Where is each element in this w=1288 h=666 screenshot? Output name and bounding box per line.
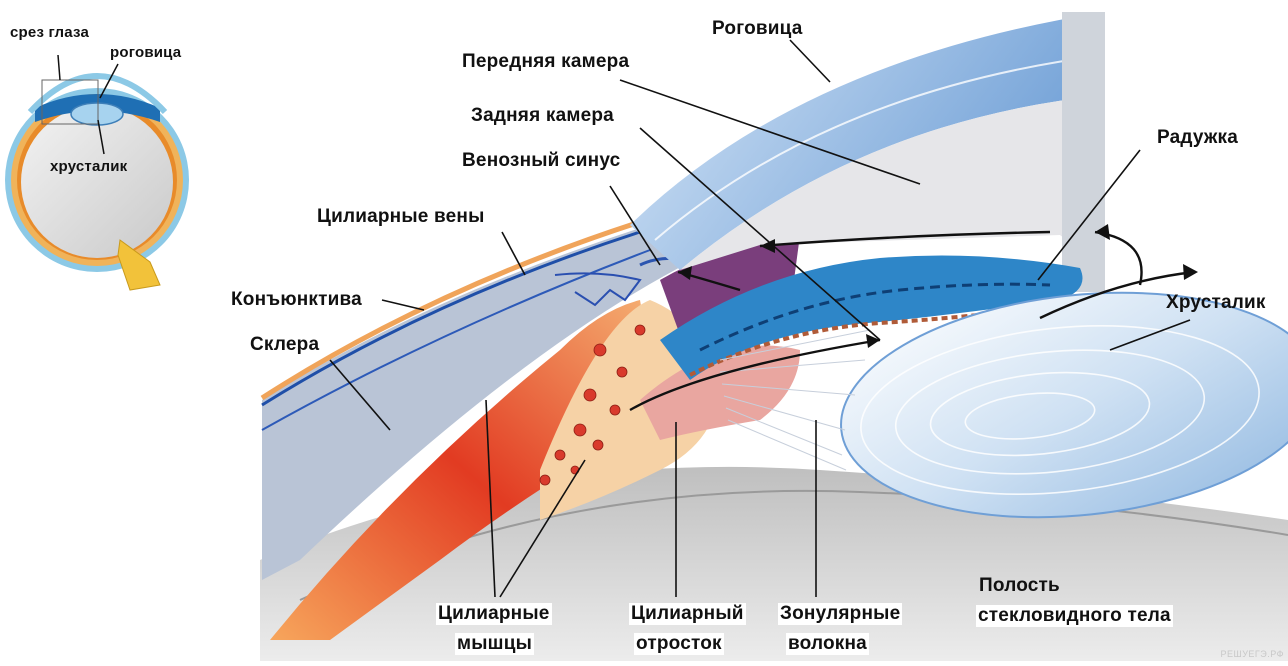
label-conjunctiva: Конъюнктива <box>231 289 362 311</box>
inset-label-cornea: роговица <box>110 44 181 62</box>
label-ciliary-process-line2: отросток <box>634 633 724 655</box>
label-lens: Хрусталик <box>1166 292 1266 314</box>
label-ciliary-process-line1: Цилиарный <box>629 603 746 625</box>
label-ciliary-muscles-line2: мышцы <box>455 633 534 655</box>
inset-vitreous <box>21 106 173 258</box>
watermark: РЕШУЕГЭ.РФ <box>1220 649 1284 659</box>
leader-conjunctiva <box>382 300 424 310</box>
inset-label-eye-section: срез глаза <box>10 24 89 42</box>
label-venous-sinus: Венозный синус <box>462 150 620 172</box>
label-zonular-fibers-line2: волокна <box>786 633 869 655</box>
inset-leader-section <box>58 55 60 80</box>
label-ciliary-muscles-line1: Цилиарные <box>436 603 552 625</box>
label-vitreous-line1: Полость <box>979 575 1060 597</box>
label-anterior-chamber: Передняя камера <box>462 51 629 73</box>
label-posterior-chamber: Задняя камера <box>471 105 614 127</box>
label-iris: Радужка <box>1157 127 1238 149</box>
leader-cornea <box>790 40 830 82</box>
main-section <box>260 12 1288 661</box>
label-cornea: Роговица <box>712 18 803 40</box>
section-edge <box>1062 12 1105 292</box>
label-sclera: Склера <box>250 334 319 356</box>
label-zonular-fibers-line1: Зонулярные <box>778 603 902 625</box>
label-vitreous-line2: стекловидного тела <box>976 605 1173 627</box>
label-ciliary-veins: Цилиарные вены <box>317 206 485 228</box>
inset-lens <box>71 103 123 125</box>
inset-label-lens: хрусталик <box>50 158 127 176</box>
